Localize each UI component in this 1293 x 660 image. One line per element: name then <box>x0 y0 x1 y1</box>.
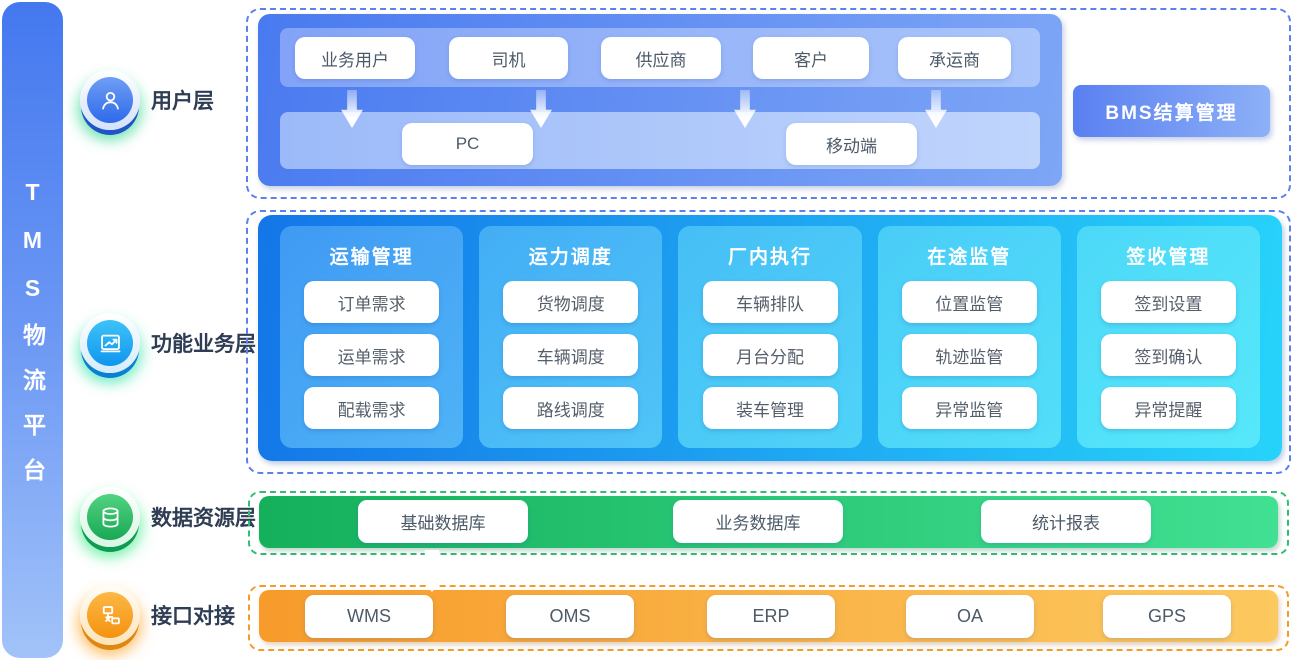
data-chip-statistics-report[interactable]: 统计报表 <box>981 500 1151 543</box>
data-chip-base-database[interactable]: 基础数据库 <box>358 500 528 543</box>
data-layer-section: 基础数据库 业务数据库 统计报表 <box>248 491 1289 555</box>
chart-icon-inner <box>87 320 133 366</box>
business-layer-box: 运输管理 订单需求 运单需求 配载需求 运力调度 货物调度 车辆调度 路线调度 … <box>258 215 1282 461</box>
data-chip-business-database[interactable]: 业务数据库 <box>673 500 843 543</box>
interface-chip-gps[interactable]: GPS <box>1103 595 1231 638</box>
platform-title: TMS物流平台 <box>19 179 46 503</box>
interface-layer-bar: WMS OMS ERP OA GPS <box>259 590 1278 642</box>
module-chip[interactable]: 位置监管 <box>901 281 1037 323</box>
interface-chip-erp[interactable]: ERP <box>707 595 835 638</box>
module-chip[interactable]: 路线调度 <box>503 387 639 429</box>
business-layer-section: 运输管理 订单需求 运单需求 配载需求 运力调度 货物调度 车辆调度 路线调度 … <box>246 210 1291 474</box>
bms-settlement-button[interactable]: BMS结算管理 <box>1073 85 1270 137</box>
role-chip-driver[interactable]: 司机 <box>449 37 568 79</box>
chart-icon <box>80 313 140 373</box>
legend-user-layer: 用户层 <box>80 69 214 131</box>
database-icon-inner <box>87 494 133 540</box>
module-chip[interactable]: 车辆排队 <box>702 281 838 323</box>
module-chip[interactable]: 异常提醒 <box>1100 387 1236 429</box>
module-chip[interactable]: 月台分配 <box>702 334 838 376</box>
column-transport-management: 运输管理 订单需求 运单需求 配载需求 <box>280 226 464 448</box>
module-chip[interactable]: 签到确认 <box>1100 334 1236 376</box>
user-roles-strip: 业务用户 司机 供应商 客户 承运商 <box>280 28 1040 87</box>
platform-chip-mobile[interactable]: 移动端 <box>786 123 917 165</box>
interface-layer-label: 接口对接 <box>151 605 235 628</box>
legend-interface-layer: 接口对接 <box>80 584 235 646</box>
module-chip[interactable]: 装车管理 <box>702 387 838 429</box>
data-layer-bar: 基础数据库 业务数据库 统计报表 <box>259 496 1278 548</box>
column-title: 厂内执行 <box>728 246 813 268</box>
column-factory-execution: 厂内执行 车辆排队 月台分配 装车管理 <box>678 226 862 448</box>
column-title: 签收管理 <box>1126 246 1211 268</box>
network-icon <box>80 585 140 645</box>
business-layer-label: 功能业务层 <box>151 333 256 356</box>
client-platforms-strip: PC 移动端 <box>280 112 1040 169</box>
role-chip-business-user[interactable]: 业务用户 <box>295 37 415 79</box>
platform-chip-pc[interactable]: PC <box>402 123 533 165</box>
interface-chip-oa[interactable]: OA <box>906 595 1034 638</box>
legend-data-layer: 数据资源层 <box>80 486 256 548</box>
module-chip[interactable]: 运单需求 <box>304 334 440 376</box>
module-chip[interactable]: 异常监管 <box>901 387 1037 429</box>
user-layer-label: 用户层 <box>151 90 214 113</box>
user-layer-section: 业务用户 司机 供应商 客户 承运商 PC 移动端 <box>246 8 1291 199</box>
column-title: 运输管理 <box>329 246 414 268</box>
column-title: 运力调度 <box>528 246 613 268</box>
column-in-transit-monitoring: 在途监管 位置监管 轨迹监管 异常监管 <box>877 226 1061 448</box>
interface-chip-wms[interactable]: WMS <box>305 595 433 638</box>
network-icon-inner <box>87 592 133 638</box>
column-title: 在途监管 <box>927 246 1012 268</box>
user-icon-inner <box>87 77 133 123</box>
module-chip[interactable]: 车辆调度 <box>503 334 639 376</box>
database-icon <box>80 487 140 547</box>
user-layer-box: 业务用户 司机 供应商 客户 承运商 PC 移动端 <box>258 14 1062 186</box>
role-chip-carrier[interactable]: 承运商 <box>898 37 1011 79</box>
module-chip[interactable]: 轨迹监管 <box>901 334 1037 376</box>
column-capacity-dispatch: 运力调度 货物调度 车辆调度 路线调度 <box>479 226 663 448</box>
data-layer-label: 数据资源层 <box>151 507 256 530</box>
module-chip[interactable]: 签到设置 <box>1100 281 1236 323</box>
column-sign-off-management: 签收管理 签到设置 签到确认 异常提醒 <box>1076 226 1261 448</box>
interface-chip-oms[interactable]: OMS <box>506 595 634 638</box>
platform-title-bar: TMS物流平台 <box>2 2 63 658</box>
user-icon <box>80 70 140 130</box>
role-chip-supplier[interactable]: 供应商 <box>601 37 721 79</box>
role-chip-customer[interactable]: 客户 <box>753 37 869 79</box>
module-chip[interactable]: 配载需求 <box>304 387 440 429</box>
module-chip[interactable]: 订单需求 <box>304 281 440 323</box>
module-chip[interactable]: 货物调度 <box>503 281 639 323</box>
legend-business-layer: 功能业务层 <box>80 312 256 374</box>
interface-layer-section: WMS OMS ERP OA GPS <box>248 585 1289 651</box>
